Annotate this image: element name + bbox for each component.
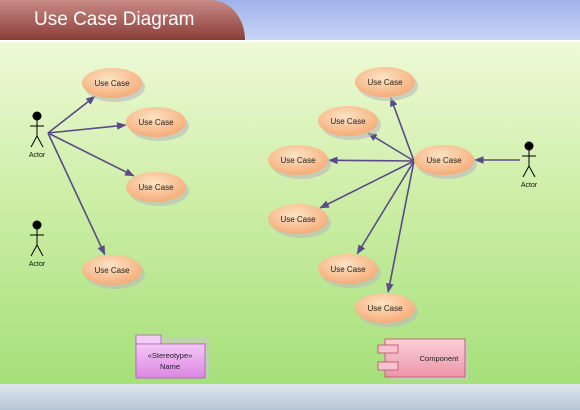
actor-label: Actor (29, 152, 46, 159)
actor[interactable]: Actor (29, 111, 46, 159)
component[interactable]: Component (377, 338, 468, 380)
use-case[interactable]: Use Case (355, 293, 418, 327)
use-case-label: Use Case (367, 78, 403, 87)
use-case[interactable]: Use Case (126, 172, 189, 206)
association-arrow (47, 95, 96, 134)
use-case-label: Use Case (280, 215, 316, 224)
association-arrow (47, 132, 106, 256)
use-case[interactable]: Use Case (82, 68, 145, 102)
association-arrow (328, 156, 415, 165)
use-case-label: Use Case (367, 304, 403, 313)
use-case[interactable]: Use Case (414, 145, 477, 179)
page-title: Use Case Diagram (34, 9, 195, 30)
association-arrow (319, 160, 415, 209)
use-case-label: Use Case (94, 79, 130, 88)
association-arrow (367, 132, 415, 162)
component-port-icon (377, 361, 399, 371)
connector-layer (47, 95, 520, 294)
actor[interactable]: Actor (29, 220, 46, 268)
use-case[interactable]: Use Case (82, 255, 145, 289)
package[interactable]: «Stereotype» Name (135, 334, 209, 379)
association-arrow (356, 160, 415, 255)
use-case-label: Use Case (330, 265, 366, 274)
use-case[interactable]: Use Case (268, 204, 331, 238)
package-name: Name (160, 362, 180, 371)
actor-label: Actor (521, 182, 538, 189)
use-case[interactable]: Use Case (268, 145, 331, 179)
use-case-label: Use Case (94, 266, 130, 275)
use-case-label: Use Case (138, 183, 174, 192)
association-arrow (390, 96, 415, 162)
association-arrow (47, 122, 127, 134)
package-stereotype: «Stereotype» (148, 351, 193, 360)
association-arrow (47, 132, 135, 177)
actor[interactable]: Actor (521, 141, 538, 189)
actor-label: Actor (29, 261, 46, 268)
component-label: Component (420, 354, 460, 363)
use-case-label: Use Case (138, 118, 174, 127)
use-case[interactable]: Use Case (318, 106, 381, 140)
use-case[interactable]: Use Case (355, 67, 418, 101)
association-arrow (386, 160, 415, 294)
use-case[interactable]: Use Case (126, 107, 189, 141)
use-case-label: Use Case (280, 156, 316, 165)
use-case-label: Use Case (426, 156, 462, 165)
use-case[interactable]: Use Case (318, 254, 381, 288)
use-case-label: Use Case (330, 117, 366, 126)
footer-bar (0, 384, 580, 410)
component-port-icon (377, 344, 399, 354)
title-tab (0, 0, 245, 40)
